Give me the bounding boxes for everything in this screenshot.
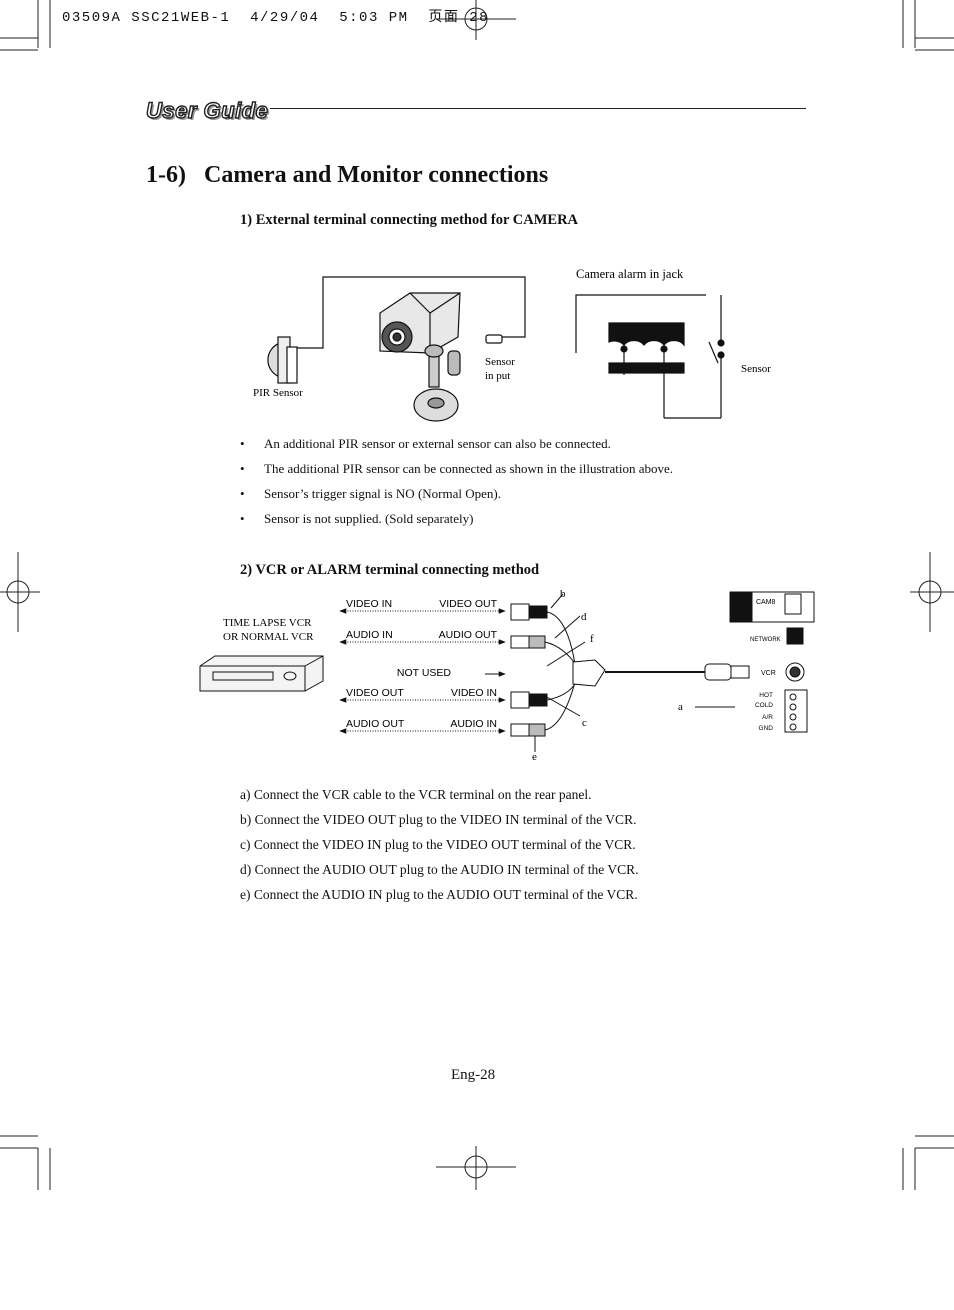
section-title: 1-6) Camera and Monitor connections	[146, 162, 549, 188]
callout-e: e	[532, 751, 537, 763]
row2-left: AUDIO IN	[346, 629, 393, 641]
pir-sensor-label: PIR Sensor	[253, 387, 303, 399]
panel-cold: COLD	[755, 702, 773, 709]
vcr-label-1: TIME LAPSE VCR	[223, 617, 312, 629]
callout-b: b	[560, 588, 566, 600]
sub1-heading: 1) External terminal connecting method f…	[240, 212, 579, 228]
bullet-text: Sensor is not supplied. (Sold separately…	[264, 511, 474, 526]
header-rule	[270, 108, 806, 109]
sub1-bullets: •An additional PIR sensor or external se…	[240, 436, 673, 536]
camera-sensor-diagram: PIR Sensor Sensor in put Camera alarm in…	[253, 267, 771, 422]
list-item: •Sensor’s trigger signal is NO (Normal O…	[240, 486, 673, 511]
panel-vcr: VCR	[761, 670, 776, 677]
panel-cam8: CAM8	[756, 599, 776, 606]
bullet-text: Sensor’s trigger signal is NO (Normal Op…	[264, 486, 501, 501]
print-slug: 03509A SSC21WEB-1 4/29/04 5:03 PM 页面 28	[62, 10, 490, 26]
panel-ar: A/R	[762, 714, 773, 721]
row5-left: AUDIO OUT	[346, 718, 405, 730]
sensor-input-label-2: in put	[485, 370, 510, 382]
camera-alarm-jack-label: Camera alarm in jack	[576, 267, 684, 281]
list-item: c) Connect the VIDEO IN plug to the VIDE…	[240, 837, 636, 852]
row1-left: VIDEO IN	[346, 598, 392, 610]
sensor-label: Sensor	[741, 363, 771, 375]
list-item: b) Connect the VIDEO OUT plug to the VID…	[240, 812, 637, 827]
vcr-connection-diagram: TIME LAPSE VCR OR NORMAL VCR VIDEO IN VI…	[199, 588, 815, 763]
user-guide-logo: User Guide	[145, 97, 269, 123]
row4-right: VIDEO IN	[451, 687, 497, 699]
list-item: •Sensor is not supplied. (Sold separatel…	[240, 511, 673, 536]
sub2-steps: a) Connect the VCR cable to the VCR term…	[240, 787, 638, 912]
list-item: a) Connect the VCR cable to the VCR term…	[240, 787, 592, 802]
row3-right: NOT USED	[397, 667, 451, 679]
callout-f: f	[590, 633, 594, 645]
callout-d: d	[581, 611, 587, 623]
list-item: e) Connect the AUDIO IN plug to the AUDI…	[240, 887, 638, 902]
list-item: d) Connect the AUDIO OUT plug to the AUD…	[240, 862, 639, 877]
list-item: •The additional PIR sensor can be connec…	[240, 461, 673, 486]
callout-c: c	[582, 717, 587, 729]
row2-right: AUDIO OUT	[439, 629, 498, 641]
sub2-heading: 2) VCR or ALARM terminal connecting meth…	[240, 562, 540, 578]
panel-hot: HOT	[759, 692, 773, 699]
panel-network: NETWORK	[750, 637, 781, 643]
row5-right: AUDIO IN	[450, 718, 497, 730]
vcr-label-2: OR NORMAL VCR	[223, 631, 314, 643]
row4-left: VIDEO OUT	[346, 687, 404, 699]
callout-a: a	[678, 701, 683, 713]
bullet-text: An additional PIR sensor or external sen…	[264, 436, 611, 451]
page-number: Eng-28	[451, 1067, 496, 1083]
panel-gnd: GND	[759, 725, 774, 732]
sensor-input-label-1: Sensor	[485, 356, 515, 368]
list-item: •An additional PIR sensor or external se…	[240, 436, 673, 461]
bullet-text: The additional PIR sensor can be connect…	[264, 461, 674, 476]
row1-right: VIDEO OUT	[439, 598, 497, 610]
